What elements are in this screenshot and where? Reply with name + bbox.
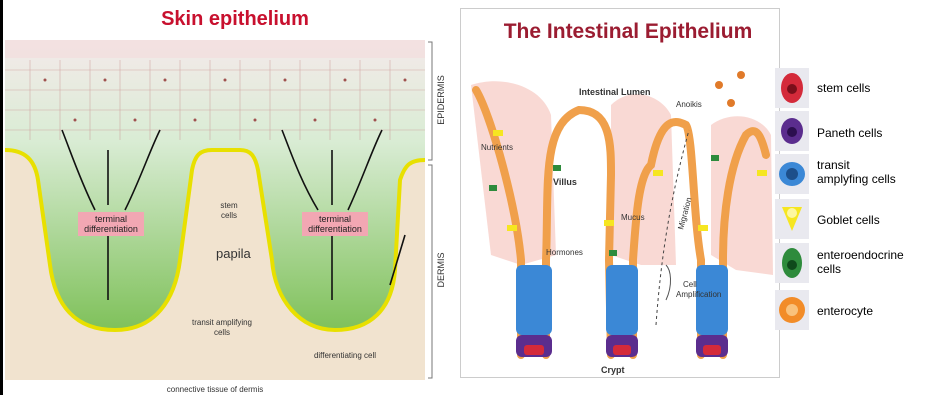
legend-enterocyte: enterocyte: [817, 304, 873, 318]
skin-illustration: terminal differentiation terminal differ…: [0, 0, 450, 395]
goblet-cell-icon: [775, 199, 809, 239]
nutrients-label: Nutrients: [481, 143, 513, 152]
transit-amplifying-cell-icon: [775, 154, 809, 194]
legend-transit-amplifying: transit amplyfing cells: [817, 158, 896, 186]
transit-amplifying-cells-label: cells: [214, 328, 230, 337]
enteroendocrine-cell-icon: [775, 243, 809, 283]
intestine-illustration: Intestinal Lumen Nutrients Villus Mucus …: [461, 55, 779, 377]
amplification-label: Amplification: [676, 290, 721, 299]
stem-cell-icon: [775, 68, 809, 108]
papila-label: papila: [216, 246, 251, 261]
terminal-label-left: terminal: [95, 214, 127, 224]
legend-paneth-cells: Paneth cells: [817, 126, 882, 140]
mucus-label: Mucus: [621, 213, 645, 222]
cell-legend: stem cells Paneth cells transit amplyfin…: [775, 68, 920, 348]
stem-label: stem: [220, 201, 238, 210]
enterocyte-icon: [775, 290, 809, 330]
hormones-label: Hormones: [546, 248, 583, 257]
paneth-cell-icon: [775, 111, 809, 151]
skin-diagram-panel: Skin epithelium: [0, 0, 450, 395]
differentiation-label-left: differentiation: [84, 224, 138, 234]
dermis-label: DERMIS: [436, 252, 446, 287]
crypt-label: Crypt: [601, 365, 625, 375]
legend-goblet-cells: Goblet cells: [817, 213, 880, 227]
connective-tissue-label: connective tissue of dermis: [167, 385, 264, 394]
cells-label: cells: [221, 211, 237, 220]
epidermis-label: EPIDERMIS: [436, 75, 446, 125]
crypt-stacks: [516, 265, 728, 357]
terminal-label-right: terminal: [319, 214, 351, 224]
differentiation-label-right: differentiation: [308, 224, 362, 234]
intestine-title: The Intestinal Epithelium: [488, 20, 768, 44]
layer-brackets: [428, 42, 432, 378]
cornified-layer: [5, 40, 425, 58]
lumen-label: Intestinal Lumen: [579, 87, 651, 97]
legend-enteroendocrine: enteroendocrine cells: [817, 248, 904, 276]
transit-amplifying-label: transit amplifying: [192, 318, 252, 327]
legend-stem-cells: stem cells: [817, 81, 870, 95]
differentiating-cell-label: differentiating cell: [314, 351, 376, 360]
cell-label: Cell: [683, 280, 697, 289]
villus-label: Villus: [553, 177, 577, 187]
anoikis-label: Anoikis: [676, 100, 702, 109]
